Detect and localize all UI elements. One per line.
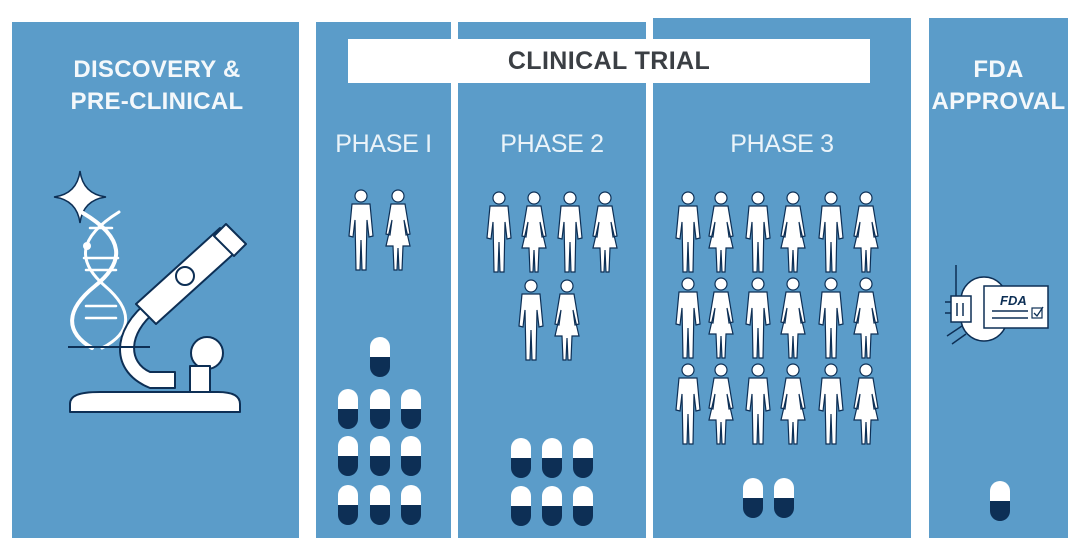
person-icon [675,191,701,273]
person-icon [486,191,512,273]
pill-icon [573,438,593,478]
person-icon [818,191,844,273]
dna-helix-icon [70,210,128,350]
pill-icon [338,436,358,476]
person-icon [818,277,844,359]
person-icon [853,363,879,445]
pill-icon [338,389,358,429]
person-icon [780,363,806,445]
person-icon [675,277,701,359]
person-icon [708,277,734,359]
pill-icon [511,438,531,478]
pill-icon [542,438,562,478]
panel-discovery [12,22,299,538]
person-icon [853,277,879,359]
fda-document-label: FDA [1000,293,1027,308]
pill-icon [573,486,593,526]
pill-icon [990,481,1010,521]
clinical-trial-banner: CLINICAL TRIAL [348,39,870,83]
person-icon [554,279,580,361]
sparkle-icon [53,170,107,224]
person-icon [780,191,806,273]
pill-icon [542,486,562,526]
person-icon [853,191,879,273]
fda-title: FDA APPROVAL [931,56,1066,115]
person-icon [745,191,771,273]
person-icon [745,277,771,359]
phase-2-title: PHASE 2 [500,130,604,158]
person-icon [385,189,411,271]
panel-fda [929,18,1068,538]
person-icon [708,363,734,445]
person-icon [518,279,544,361]
pill-icon [370,337,390,377]
person-icon [557,191,583,273]
person-icon [708,191,734,273]
person-icon [745,363,771,445]
microscope-icon [68,223,247,413]
person-icon [780,277,806,359]
pill-icon [370,389,390,429]
person-icon [675,363,701,445]
pill-icon [511,486,531,526]
fda-document-icon: FDA [945,265,1049,345]
pill-icon [370,485,390,525]
phase-3-title: PHASE 3 [730,130,834,158]
pill-icon [370,436,390,476]
person-icon [348,189,374,271]
pill-icon [401,389,421,429]
phase-1-title: PHASE I [335,130,432,158]
person-icon [818,363,844,445]
pill-icon [774,478,794,518]
pill-icon [401,436,421,476]
person-icon [592,191,618,273]
person-icon [521,191,547,273]
pill-icon [743,478,763,518]
discovery-title: DISCOVERY & PRE-CLINICAL [70,56,244,115]
pill-icon [338,485,358,525]
pill-icon [401,485,421,525]
